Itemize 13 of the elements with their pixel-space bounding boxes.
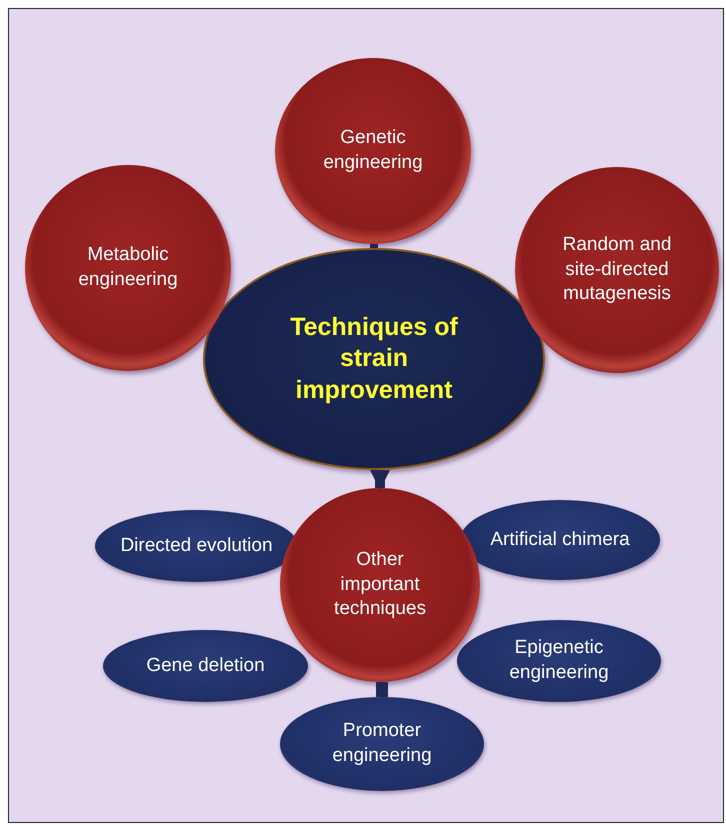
- node-label: Gene deletion: [146, 654, 265, 678]
- connector: [370, 244, 378, 248]
- node-label: Other important techniques: [333, 548, 427, 622]
- node-label: Metabolic engineering: [77, 243, 179, 292]
- node-label: Random and site-directed mutagenesis: [562, 232, 672, 306]
- arrow: [370, 470, 390, 490]
- node-label: Promoter engineering: [331, 719, 433, 768]
- node-label: Genetic engineering: [322, 126, 424, 175]
- title-text: Techniques of strain improvement: [289, 312, 459, 406]
- connector: [376, 682, 388, 697]
- node-label: Artificial chimera: [490, 528, 630, 552]
- node-label: Directed evolution: [120, 534, 273, 558]
- node-label: Epigenetic engineering: [508, 636, 610, 685]
